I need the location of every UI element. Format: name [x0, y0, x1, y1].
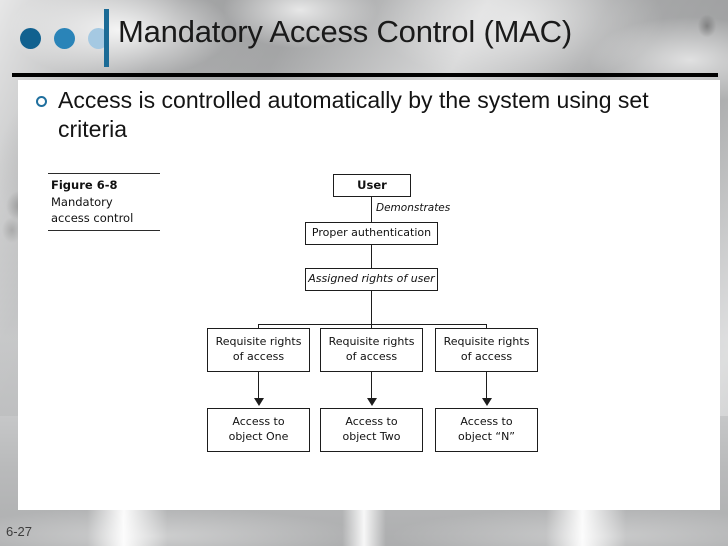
edge-assigned-rights-trunk — [371, 291, 372, 324]
node-access-object-two: Access to object Two — [320, 408, 423, 452]
requisite-1-text: Requisite rights of access — [216, 335, 302, 364]
requisite-2-line1: Requisite rights — [328, 335, 415, 349]
slide-number: 6-27 — [6, 524, 33, 539]
node-user: User — [333, 174, 411, 197]
caption-title: Figure 6-8 — [51, 178, 118, 192]
node-assigned-rights: Assigned rights of user — [305, 268, 438, 291]
dot-light-icon — [88, 28, 109, 49]
requisite-2-text: Requisite rights of access — [329, 335, 415, 364]
hollow-circle-bullet-icon — [36, 96, 47, 107]
requisite-1-line1: Requisite rights — [215, 335, 302, 349]
bullet-item: Access is controlled automatically by th… — [36, 86, 706, 145]
edge-authentication-to-assigned-rights — [371, 245, 372, 268]
access-2-line1: Access to — [345, 415, 398, 429]
caption-line-1: Mandatory — [51, 194, 113, 209]
requisite-3-line2: of access — [460, 350, 513, 363]
access-3-line2: object “N” — [457, 430, 516, 443]
access-2-line2: object Two — [342, 430, 401, 443]
access-1-text: Access to object One — [229, 415, 289, 444]
requisite-1-line2: of access — [232, 350, 285, 363]
background-tree — [694, 12, 720, 46]
node-requisite-rights-3: Requisite rights of access — [435, 328, 538, 372]
title-divider-bar — [104, 9, 109, 67]
title-dots-decoration — [20, 28, 109, 49]
edge-label-demonstrates: Demonstrates — [376, 202, 451, 214]
caption-rule-bottom — [48, 230, 160, 232]
requisite-3-line1: Requisite rights — [443, 335, 530, 349]
access-1-line2: object One — [228, 430, 289, 443]
arrowhead-access-1-icon — [254, 398, 264, 406]
caption-rule-top — [48, 173, 160, 174]
caption-body: Figure 6-8 Mandatory access control — [48, 174, 160, 230]
edge-requisite-3-to-access-3 — [486, 372, 487, 400]
caption-line-2: access control — [51, 211, 134, 226]
edge-distribution-bus — [258, 324, 486, 325]
node-access-object-one: Access to object One — [207, 408, 310, 452]
edge-requisite-1-to-access-1 — [258, 372, 259, 400]
edge-bus-drop-left — [258, 324, 259, 328]
mandatory-access-control-diagram: User Demonstrates Proper authentication … — [18, 80, 720, 510]
access-1-line1: Access to — [232, 415, 285, 429]
node-access-object-n: Access to object “N” — [435, 408, 538, 452]
title-rule — [12, 73, 718, 77]
arrowhead-access-3-icon — [482, 398, 492, 406]
content-panel: Access is controlled automatically by th… — [18, 80, 720, 510]
requisite-3-text: Requisite rights of access — [444, 335, 530, 364]
edge-bus-drop-right — [486, 324, 487, 328]
node-requisite-rights-1: Requisite rights of access — [207, 328, 310, 372]
edge-bus-drop-center — [371, 324, 372, 328]
bullet-text: Access is controlled automatically by th… — [58, 87, 649, 143]
edge-user-to-authentication — [371, 197, 372, 222]
dot-mid-icon — [54, 28, 75, 49]
requisite-2-line2: of access — [345, 350, 398, 363]
edge-requisite-2-to-access-2 — [371, 372, 372, 400]
access-2-text: Access to object Two — [342, 415, 400, 444]
arrowhead-access-2-icon — [367, 398, 377, 406]
node-proper-authentication: Proper authentication — [305, 222, 438, 245]
access-3-text: Access to object “N” — [458, 415, 515, 444]
access-3-line1: Access to — [460, 415, 513, 429]
node-requisite-rights-2: Requisite rights of access — [320, 328, 423, 372]
dot-dark-icon — [20, 28, 41, 49]
figure-caption: Figure 6-8 Mandatory access control — [48, 173, 160, 232]
page-title: Mandatory Access Control (MAC) — [118, 14, 572, 49]
